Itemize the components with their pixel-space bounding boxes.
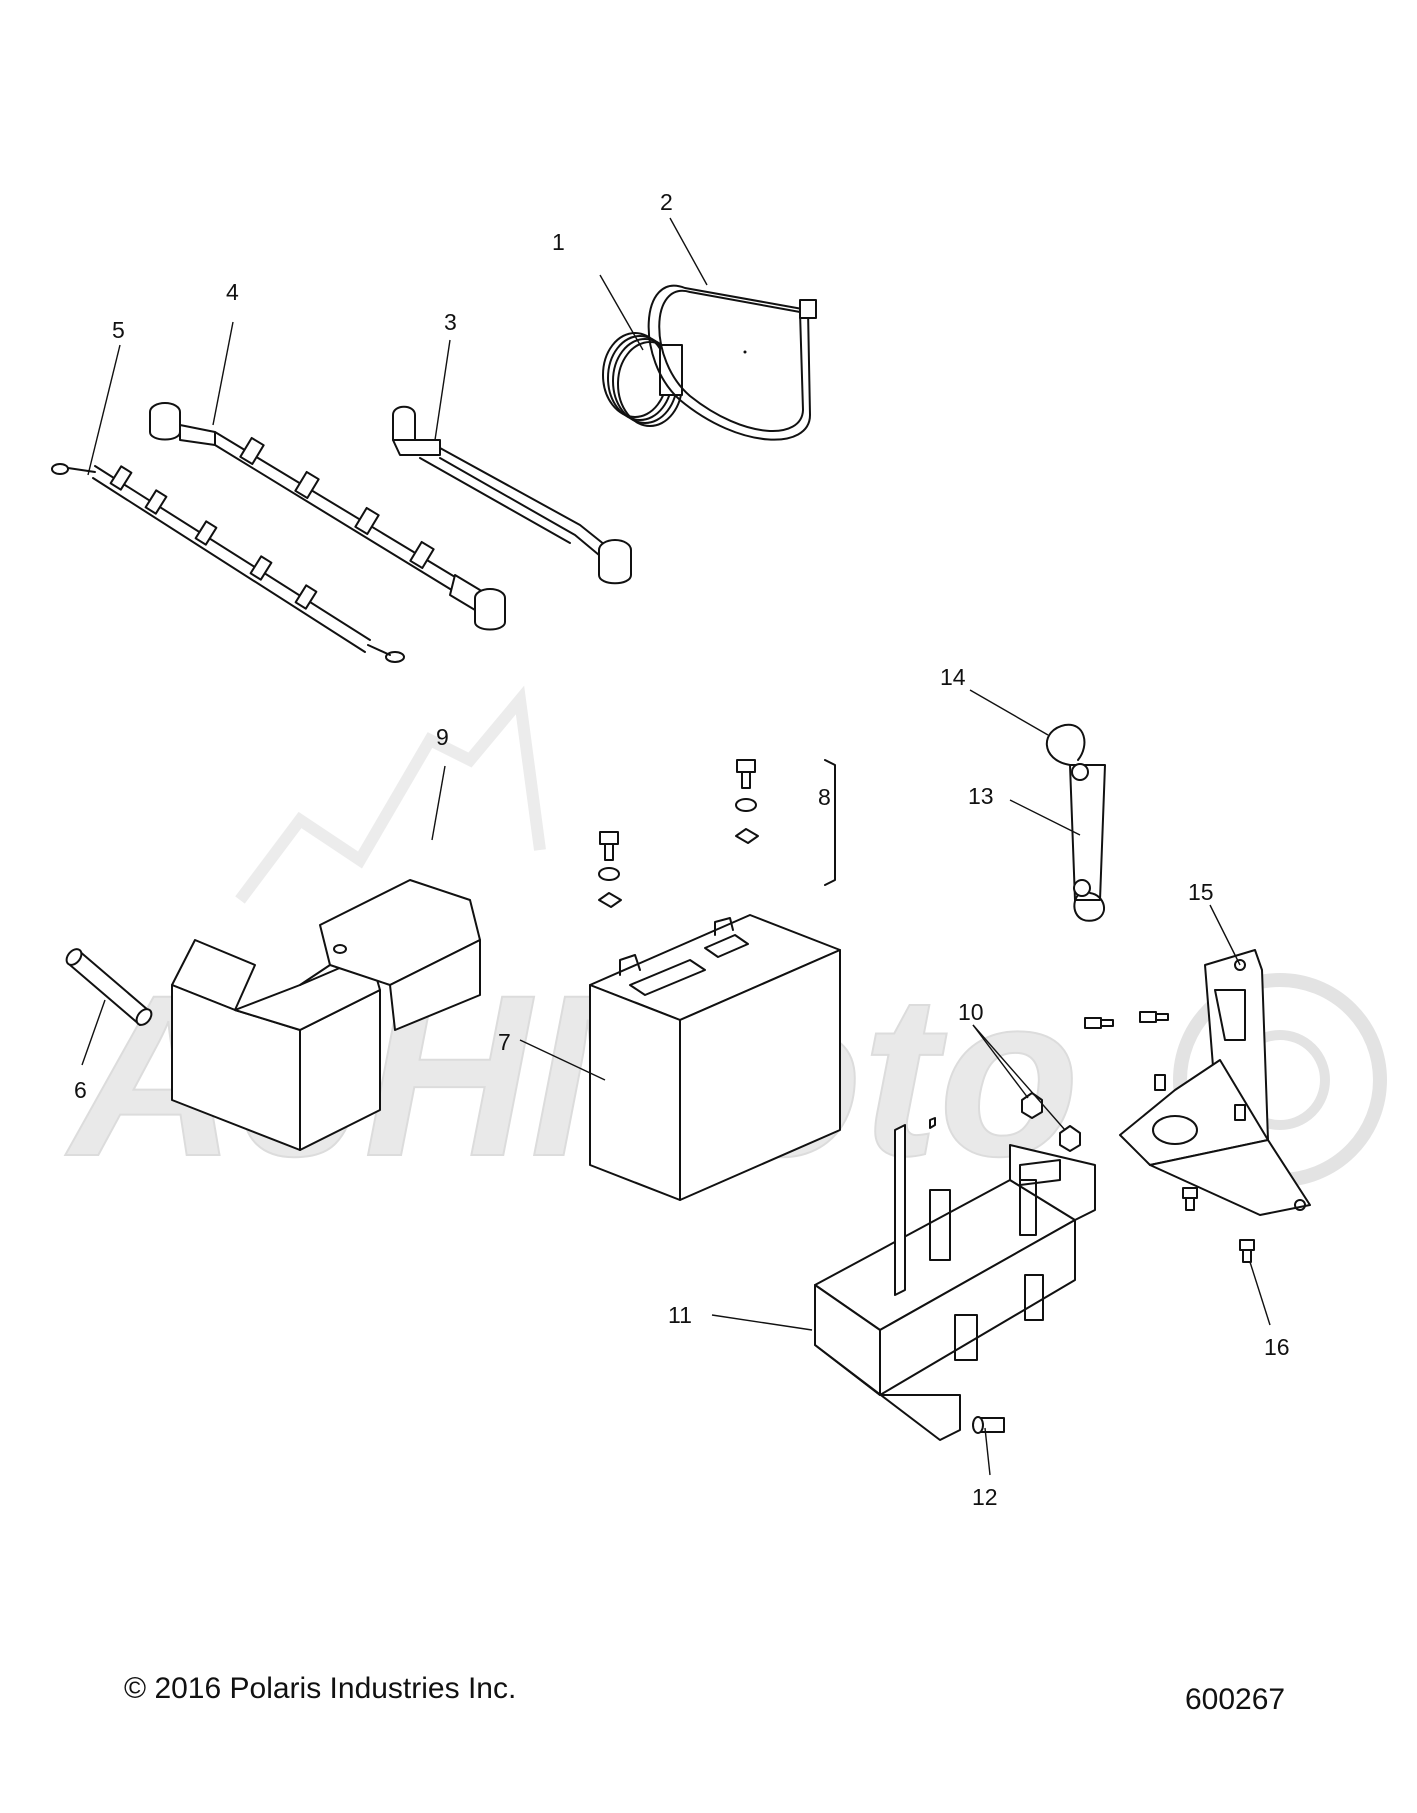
callout-2: 2	[660, 189, 673, 215]
callout-11: 11	[668, 1302, 692, 1328]
figure-number: 600267	[1185, 1683, 1286, 1716]
part-5-cable	[51, 463, 405, 663]
callout-16: 16	[1264, 1334, 1290, 1360]
callout-9: 9	[436, 724, 449, 750]
callout-8: 8	[818, 784, 831, 810]
part-1-clamp	[602, 332, 683, 427]
part-3-cable	[392, 405, 632, 585]
callout-5: 5	[112, 317, 125, 343]
part-7-battery	[589, 914, 841, 1201]
part-6-sleeve	[65, 948, 153, 1026]
part-4-cable	[149, 402, 506, 631]
part-8-hardware	[598, 759, 836, 908]
callout-labels: 1 2 3 4 5 6 7 8 9 10 11 12 13 14 15 16	[74, 189, 1290, 1510]
part-16-bolts	[1084, 1011, 1255, 1263]
part-13-strap	[1069, 763, 1106, 901]
leader-lines	[81, 217, 1271, 1476]
part-15-bracket	[1119, 949, 1311, 1216]
part-2-strap	[647, 284, 817, 441]
part-14-hook	[1045, 723, 1105, 922]
part-9-cover	[171, 879, 481, 1151]
callout-13: 13	[968, 783, 994, 809]
callout-6: 6	[74, 1077, 87, 1103]
callout-3: 3	[444, 309, 457, 335]
callout-10: 10	[958, 999, 984, 1025]
callout-4: 4	[226, 279, 239, 305]
part-11-tray	[814, 1117, 1096, 1441]
copyright-notice: © 2016 Polaris Industries Inc.	[124, 1672, 517, 1705]
callout-12: 12	[972, 1484, 998, 1510]
callout-1: 1	[552, 229, 565, 255]
callout-7: 7	[498, 1029, 511, 1055]
callout-14: 14	[940, 664, 966, 690]
callout-15: 15	[1188, 879, 1214, 905]
